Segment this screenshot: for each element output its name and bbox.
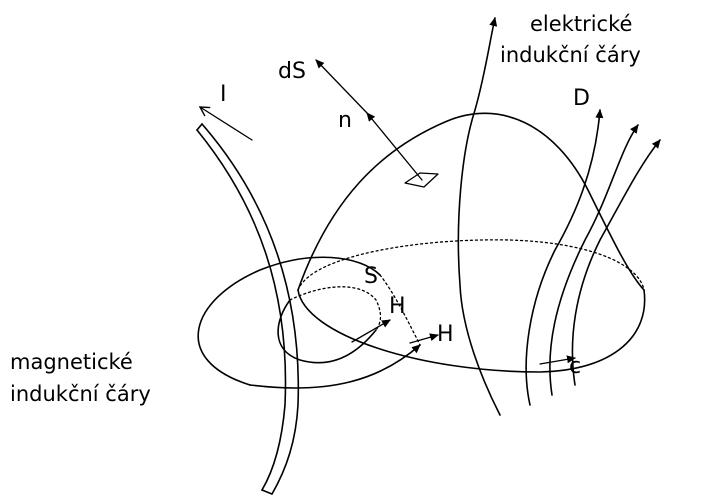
ds-arrow: [315, 59, 368, 114]
surface-element: [404, 172, 439, 188]
label-normal: n: [338, 108, 352, 133]
label-s: S: [364, 264, 378, 289]
label-electric-2: indukční čáry: [500, 43, 641, 67]
current-arrow: [198, 106, 253, 141]
magnetic-lines: [197, 256, 439, 389]
label-ds: dS: [278, 59, 306, 84]
label-magnetic-1: magnetické: [10, 350, 133, 374]
electric-lines: [457, 17, 661, 416]
label-current: I: [220, 82, 227, 107]
label-h1: H: [389, 294, 406, 319]
normal-arrow: [366, 112, 423, 181]
label-c: c: [569, 354, 581, 379]
label-h2: H: [437, 322, 454, 347]
label-magnetic-2: indukční čáry: [10, 382, 151, 406]
label-d: D: [573, 86, 590, 111]
dome-outline: [297, 112, 645, 291]
label-electric-1: elektrické: [530, 12, 632, 36]
wire: [196, 123, 300, 495]
